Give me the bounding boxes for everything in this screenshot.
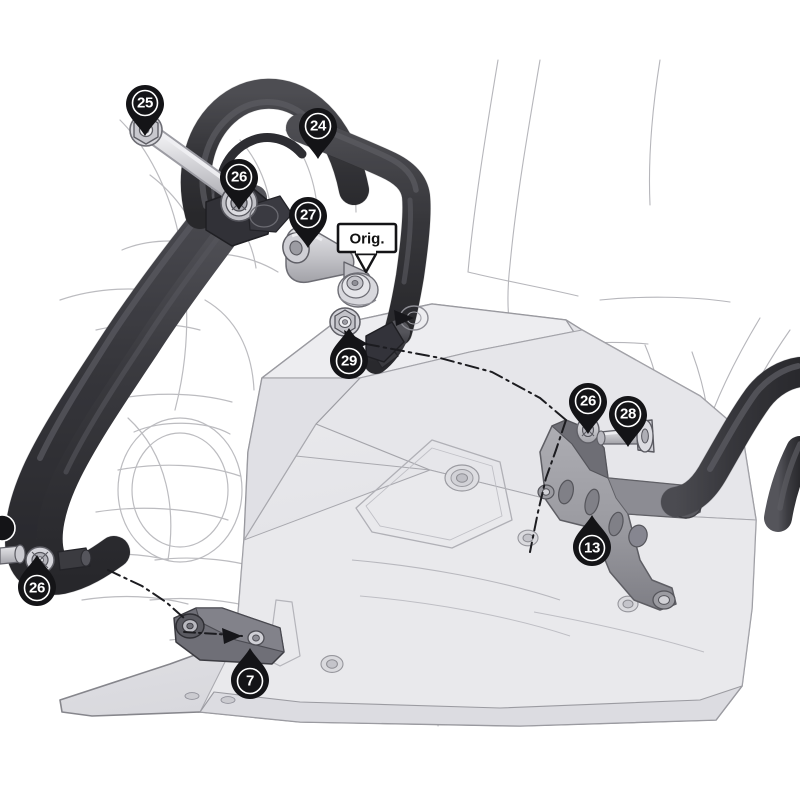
dashdot-lower <box>107 569 185 619</box>
callout-27-number: 27 <box>300 207 316 224</box>
skid-plate-center-fastener <box>444 464 480 492</box>
callout-13[interactable]: 13 <box>573 515 611 566</box>
callout-edge-left[interactable] <box>0 514 16 542</box>
dashdot-bracket <box>529 419 567 553</box>
nut-washer-29 <box>329 307 361 337</box>
assembly-lines <box>107 343 567 637</box>
callout-26-lower-number: 26 <box>29 580 45 597</box>
skid-plate-side-fastener <box>517 529 539 547</box>
callout-26-upper-number: 26 <box>231 169 247 186</box>
bracket-lower-eyelet <box>652 590 676 610</box>
callout-29[interactable]: 29 <box>330 328 368 379</box>
callout-7[interactable]: 7 <box>231 648 269 699</box>
callout-26-lower[interactable]: 26 <box>18 555 56 606</box>
callout-7-number: 7 <box>246 673 254 690</box>
orig-label-text: Orig. <box>349 231 384 248</box>
callout-27[interactable]: 27 <box>289 197 327 248</box>
callout-28-number: 28 <box>620 406 636 423</box>
bracket-7-eyelet <box>175 613 205 639</box>
callout-26-right[interactable]: 26 <box>569 383 607 434</box>
callout-24[interactable]: 24 <box>299 108 337 159</box>
callout-29-number: 29 <box>341 353 357 370</box>
orig-washer-stack <box>337 272 379 308</box>
callout-25-number: 25 <box>137 95 153 112</box>
arrow-to-mount-hole <box>394 310 414 326</box>
bracket-left-eyelet <box>537 484 555 500</box>
callout-24-number: 24 <box>310 118 327 135</box>
callout-25[interactable]: 25 <box>126 85 164 136</box>
skid-plate-right-fastener <box>320 655 344 673</box>
callout-26-upper[interactable]: 26 <box>220 159 258 210</box>
right-crash-bar <box>660 356 800 532</box>
arrow-to-bracket-7 <box>222 628 242 644</box>
callout-28[interactable]: 28 <box>609 396 647 447</box>
callout-13-number: 13 <box>584 540 600 557</box>
skid-plate-lower-fastener <box>617 595 639 613</box>
orig-label: Orig. <box>336 222 398 274</box>
dashdot-upper <box>365 343 567 421</box>
bracket-7-fastener <box>247 630 265 646</box>
callout-26-right-number: 26 <box>580 393 596 410</box>
